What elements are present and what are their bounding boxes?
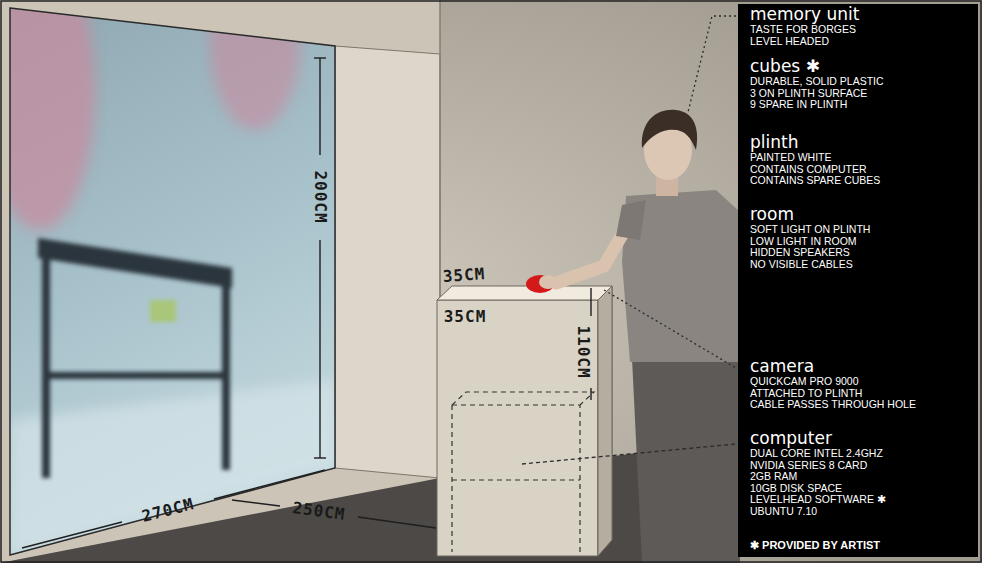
spec-line: TASTE FOR BORGES [750,24,972,36]
dim-tick [314,57,326,58]
plinth-side [598,286,612,556]
projected-plinth [38,238,232,478]
spec-line: CONTAINS COMPUTER [750,164,972,176]
dim-line [590,388,591,400]
visitor [526,110,740,563]
plinth-front [437,300,598,556]
leader-line [604,290,736,368]
projected-cube [150,300,176,322]
spec-heading: cubes ✱ [750,56,972,76]
spec-panel: memory unitTASTE FOR BORGESLEVEL HEADED c… [738,4,978,557]
spec-section: cameraQUICKCAM PRO 9000ATTACHED TO PLINT… [750,356,972,411]
hair [642,110,697,150]
spec-line: PAINTED WHITE [750,152,972,164]
projected-shelf [50,372,222,379]
dim-line [232,500,280,506]
projected-floor [10,380,335,555]
screen-border [10,8,335,555]
hidden-edge [452,392,594,405]
dim-line [358,517,436,528]
spec-heading: computer [750,428,972,448]
spec-heading: room [750,204,972,224]
plinth [437,286,612,556]
jeans [632,358,740,563]
dimension-label: 35CM [442,265,486,285]
spec-heading: memory unit [750,4,972,24]
leader-lines [522,16,736,464]
spec-line: LOW LIGHT IN ROOM [750,236,972,248]
spec-line: SOFT LIGHT ON PLINTH [750,224,972,236]
spec-heading: camera [750,356,972,376]
spec-line: NVIDIA SERIES 8 CARD [750,460,972,472]
spec-line: DURABLE, SOLID PLASTIC [750,76,972,88]
projected-image [0,0,335,555]
spec-line: DUAL CORE INTEL 2.4GHZ [750,448,972,460]
dimension-label: 35CM [444,308,487,325]
dimension-label: 250CM [292,499,347,523]
leader-line [688,16,736,112]
hidden-edge [452,479,580,480]
dim-line [319,58,320,155]
spec-line: UBUNTU 7.10 [750,506,972,518]
wall-return [335,46,440,478]
projected-leg [222,285,230,470]
spec-line: CABLE PASSES THROUGH HOLE [750,399,972,411]
spec-line: QUICKCAM PRO 9000 [750,376,972,388]
spec-line: CONTAINS SPARE CUBES [750,175,972,187]
spec-line: 10GB DISK SPACE [750,483,972,495]
spec-line: LEVELHEAD SOFTWARE ✱ [750,494,972,506]
dimension-label: 270CM [140,495,196,525]
dimension-label: 200CM [312,170,329,223]
dim-line [319,240,320,458]
leader-line [522,444,736,464]
footnote: ✱ PROVIDED BY ARTIST [750,539,880,552]
pink-haze [210,0,300,130]
spec-line: NO VISIBLE CABLES [750,259,972,271]
spec-line: 9 SPARE IN PLINTH [750,99,972,111]
spec-line: 2GB RAM [750,471,972,483]
hand [539,275,557,289]
spec-section: computerDUAL CORE INTEL 2.4GHZNVIDIA SER… [750,428,972,517]
hidden-edge [452,405,580,552]
dim-line [214,470,325,499]
projection-screen [0,0,335,555]
projected-top [38,238,232,288]
hidden-computer [452,392,594,552]
spec-line: LEVEL HEADED [750,36,972,48]
plinth-top [437,286,612,300]
spec-section: plinthPAINTED WHITECONTAINS COMPUTERCONT… [750,132,972,187]
dim-line [590,288,591,316]
spec-section: cubes ✱DURABLE, SOLID PLASTIC3 ON PLINTH… [750,56,972,111]
spec-line: 3 ON PLINTH SURFACE [750,88,972,100]
dim-line [22,522,122,548]
plinth-side [598,286,612,556]
projected-leg [42,258,50,478]
dim-tick [314,457,326,458]
spec-heading: plinth [750,132,972,152]
spec-line: ATTACHED TO PLINTH [750,388,972,400]
sleeve [616,200,646,240]
spec-line: HIDDEN SPEAKERS [750,247,972,259]
dimension-label: 110CM [575,325,592,378]
spec-section: memory unitTASTE FOR BORGESLEVEL HEADED [750,4,972,47]
pink-haze [0,0,95,230]
hidden-edge [451,405,452,552]
spec-section: roomSOFT LIGHT ON PLINTHLOW LIGHT IN ROO… [750,204,972,270]
dimension-lines [22,58,591,548]
